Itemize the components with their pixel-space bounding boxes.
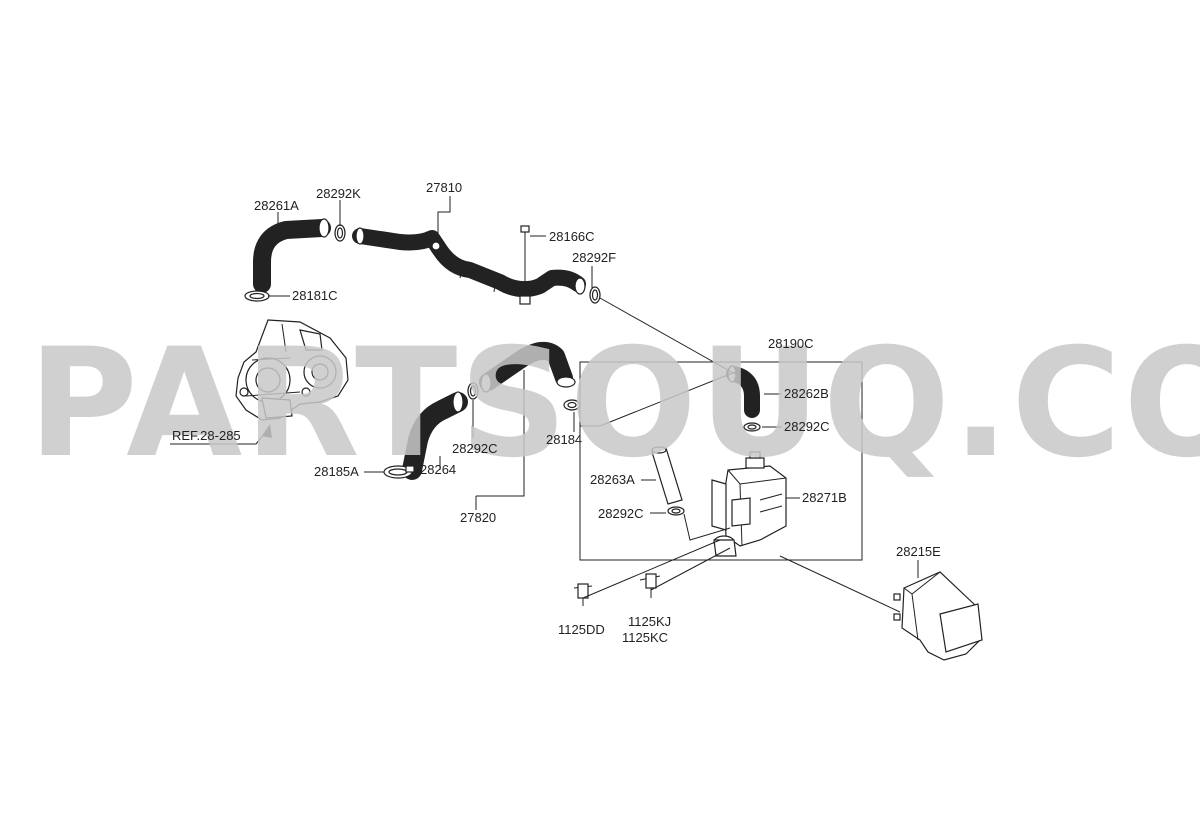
hose-28264[interactable] xyxy=(402,391,468,480)
assembly-box-28190c xyxy=(579,361,863,561)
label-28185a: 28185A xyxy=(314,464,359,479)
label-28181c: 28181C xyxy=(292,288,338,303)
turbocharger[interactable] xyxy=(235,319,349,421)
clamp-28181c[interactable] xyxy=(244,290,270,302)
label-28166c: 28166C xyxy=(549,229,595,244)
label-ref-28-285: REF.28-285 xyxy=(172,428,241,443)
label-28292c-middle: 28292C xyxy=(452,441,498,456)
label-28215e: 28215E xyxy=(896,544,941,559)
label-1125dd: 1125DD xyxy=(558,622,605,637)
label-28190c: 28190C xyxy=(768,336,814,351)
label-28262b: 28262B xyxy=(784,386,829,401)
bolt-1125kj[interactable] xyxy=(639,573,661,598)
label-27820: 27820 xyxy=(460,510,496,525)
hose-28263a[interactable] xyxy=(651,446,683,505)
pipe-27820-upper[interactable] xyxy=(479,341,576,393)
label-28261a: 28261A xyxy=(254,198,299,213)
label-28263a: 28263A xyxy=(590,472,635,487)
bolt-28166c[interactable] xyxy=(519,225,531,305)
label-28292k: 28292K xyxy=(316,186,361,201)
clamp-28184[interactable] xyxy=(563,399,581,411)
clamp-28185a[interactable] xyxy=(383,465,415,479)
clamp-28292f[interactable] xyxy=(589,286,601,304)
label-1125kc: 1125KC xyxy=(622,630,668,645)
clamp-28292k[interactable] xyxy=(334,224,346,242)
watermark: PARTSOUQ.COM xyxy=(28,317,1200,491)
label-28184: 28184 xyxy=(546,432,582,447)
label-28264: 28264 xyxy=(420,462,456,477)
label-27810: 27810 xyxy=(426,180,462,195)
pipe-27810[interactable] xyxy=(352,227,586,298)
label-28292c-right: 28292C xyxy=(784,419,830,434)
air-duct-28215e[interactable] xyxy=(893,571,983,661)
clamp-28292c-right[interactable] xyxy=(743,422,761,432)
leader-lines xyxy=(170,196,919,613)
label-28292c-lower: 28292C xyxy=(598,506,644,521)
hose-28261a[interactable] xyxy=(253,218,331,293)
label-1125kj: 1125KJ xyxy=(628,614,671,629)
clamp-28292c-lower[interactable] xyxy=(667,506,685,516)
label-28271b: 28271B xyxy=(802,490,847,505)
intercooler-28271b[interactable] xyxy=(711,451,787,557)
label-28292f: 28292F xyxy=(572,250,616,265)
clamp-28292c-middle[interactable] xyxy=(467,382,479,400)
